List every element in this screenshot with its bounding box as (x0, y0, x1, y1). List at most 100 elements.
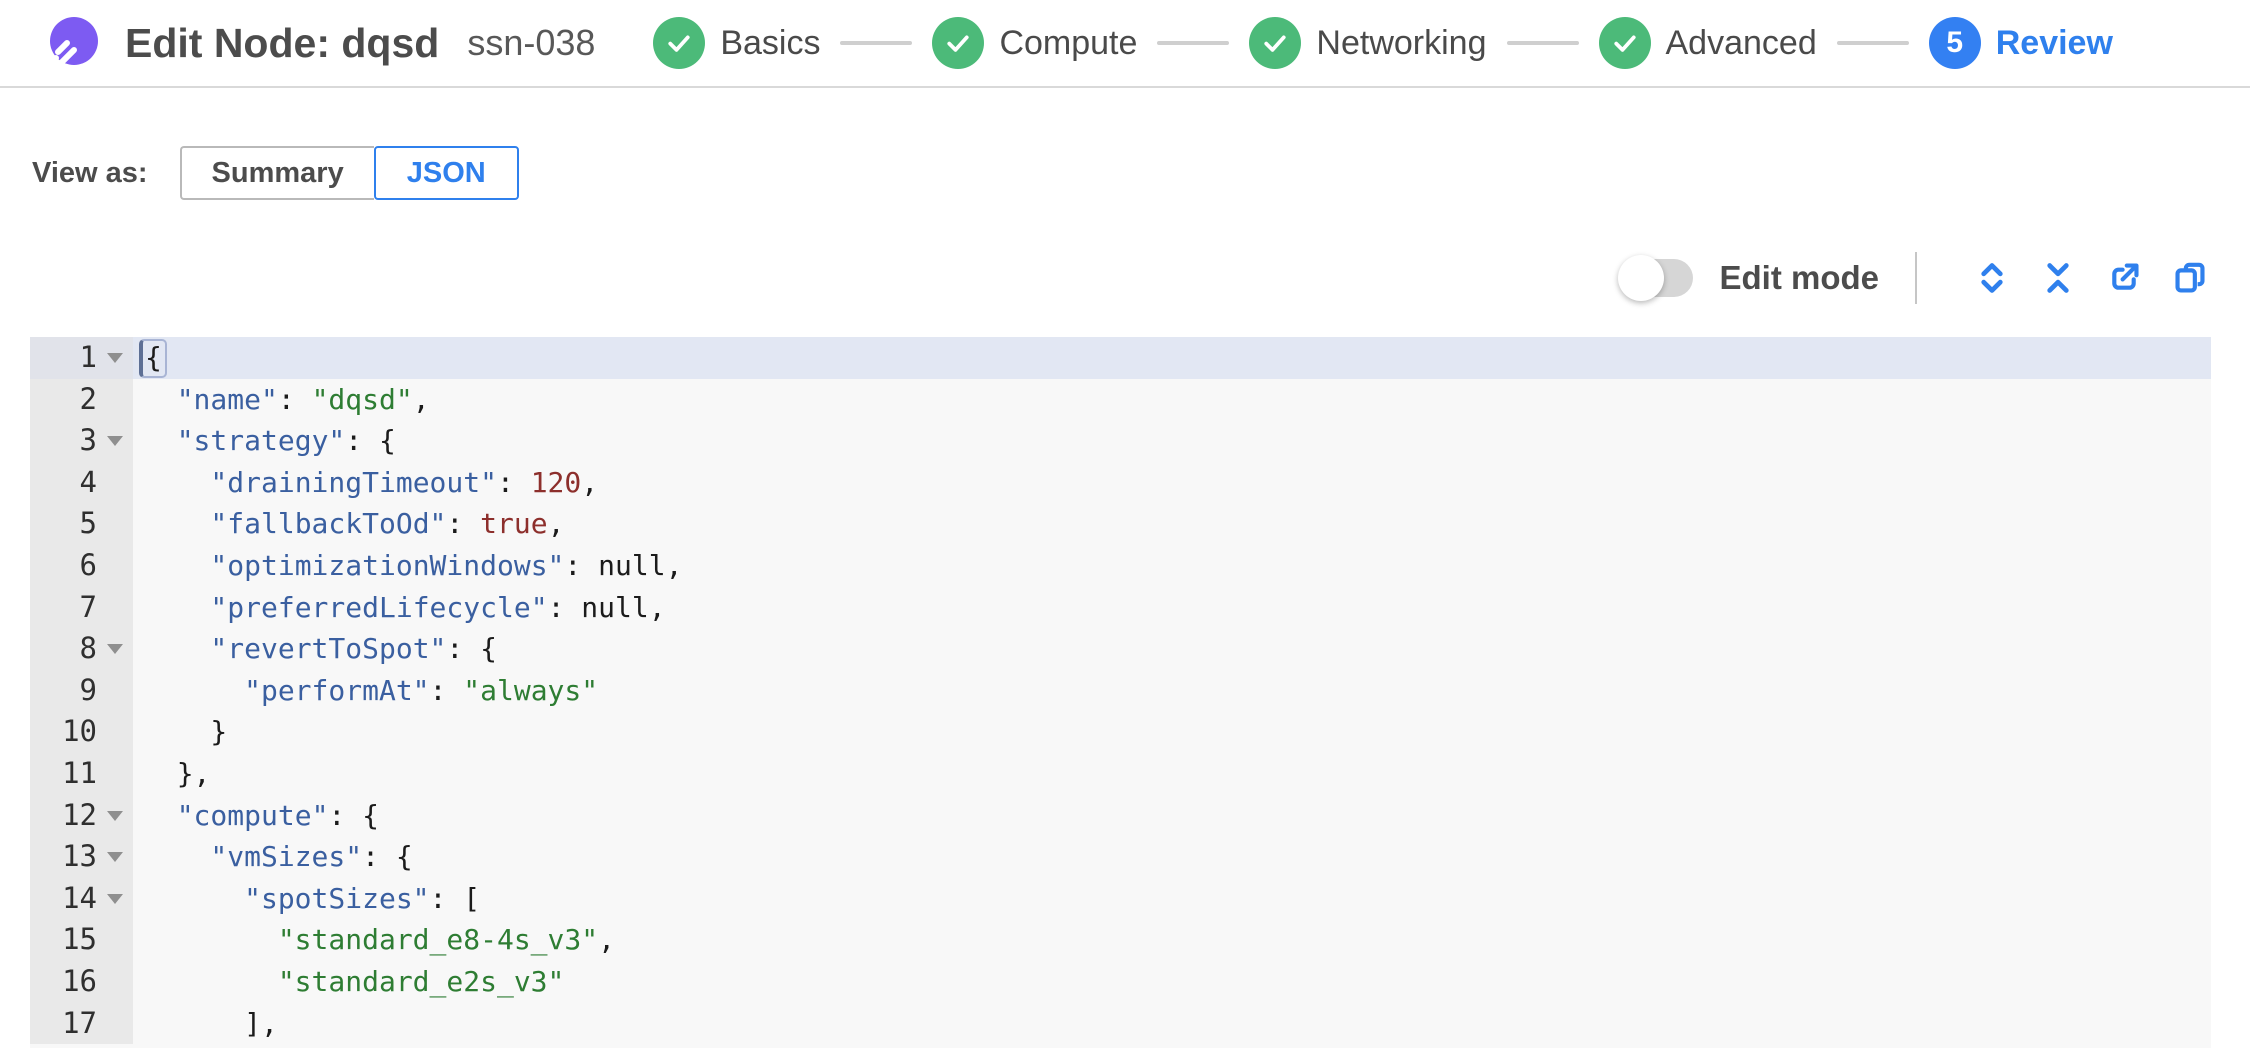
code-token: : (277, 382, 312, 416)
step-connector (1157, 41, 1230, 45)
view-as-summary-button[interactable]: Summary (179, 146, 374, 200)
line-number: 17 (30, 1002, 133, 1045)
line-number: 16 (30, 960, 133, 1003)
line-number: 7 (30, 586, 133, 629)
code-token: : { (328, 798, 379, 832)
code-line-content[interactable]: "vmSizes": { (133, 836, 2211, 878)
code-token: true (480, 507, 548, 541)
wizard-stepper: Basics Compute Networking Advanced 5 Review (653, 17, 2113, 69)
step-label: Networking (1316, 23, 1487, 62)
code-line-content[interactable]: }, (133, 753, 2211, 795)
code-token: "performAt" (244, 673, 430, 707)
step-basics[interactable]: Basics (653, 17, 820, 69)
step-label: Review (1995, 23, 2113, 62)
code-line-content[interactable]: "standard_e2s_v3" (133, 961, 2211, 1003)
line-number: 8 (30, 628, 133, 670)
check-icon (1264, 35, 1287, 52)
fold-toggle-icon[interactable] (107, 436, 123, 447)
step-check-icon (653, 17, 706, 69)
code-line-content[interactable]: { (133, 337, 2211, 379)
code-line-content[interactable]: "drainingTimeout": 120, (133, 462, 2211, 504)
fold-toggle-icon[interactable] (107, 644, 123, 655)
code-token: "name" (176, 382, 278, 416)
code-token: , (598, 923, 615, 957)
code-line-content[interactable]: "fallbackToOd": true, (133, 503, 2211, 545)
step-number-badge: 5 (1928, 17, 1981, 69)
node-id-text: ssn-038 (467, 22, 596, 63)
code-token: "preferredLifecycle" (210, 590, 548, 624)
line-number: 6 (30, 544, 133, 587)
fold-toggle-icon[interactable] (107, 893, 123, 904)
fold-toggle-icon[interactable] (107, 353, 123, 363)
code-line: 1{ (30, 337, 2211, 379)
code-token: null (581, 590, 649, 624)
step-compute[interactable]: Compute (932, 17, 1137, 69)
line-number: 14 (30, 877, 133, 920)
export-icon[interactable] (2103, 255, 2145, 301)
line-number: 15 (30, 919, 133, 961)
header: Edit Node: dqsd ssn-038 Basics Compute Net… (0, 0, 2250, 88)
code-token: : (564, 548, 599, 582)
fold-toggle-icon[interactable] (107, 852, 123, 863)
line-number: 13 (30, 836, 133, 878)
line-number: 1 (30, 337, 133, 379)
code-token: : (446, 507, 481, 541)
code-line-content[interactable]: "name": "dqsd", (133, 379, 2211, 421)
code-token: "drainingTimeout" (210, 465, 497, 499)
code-line-content[interactable]: "performAt": "always" (133, 670, 2211, 712)
code-line-content[interactable]: } (133, 711, 2211, 753)
code-line-content[interactable]: "spotSizes": [ (133, 878, 2211, 920)
check-icon (947, 35, 970, 52)
code-line-content[interactable]: "compute": { (133, 795, 2211, 837)
fold-toggle-icon[interactable] (107, 810, 123, 821)
step-advanced[interactable]: Advanced (1598, 17, 1817, 69)
view-as-json-button[interactable]: JSON (373, 146, 519, 200)
page-title: Edit Node: dqsd (125, 19, 440, 66)
code-line: 4"drainingTimeout": 120, (30, 461, 2211, 504)
code-line: 13"vmSizes": { (30, 836, 2211, 878)
code-token: , (665, 548, 683, 582)
fold-lines-icon[interactable] (2037, 255, 2079, 301)
code-line-content[interactable]: "standard_e8-4s_v3", (133, 919, 2211, 961)
unfold-lines-icon[interactable] (1971, 255, 2013, 301)
code-token: "revertToSpot" (210, 632, 447, 666)
step-connector (1506, 41, 1579, 45)
code-token: , (412, 382, 430, 416)
code-line: 9"performAt": "always" (30, 669, 2211, 712)
check-icon (668, 35, 690, 52)
code-token: : { (362, 840, 413, 874)
step-networking[interactable]: Networking (1249, 17, 1487, 69)
code-token: , (547, 507, 565, 541)
code-token: "optimizationWindows" (210, 548, 565, 582)
copy-icon[interactable] (2169, 255, 2211, 301)
matched-bracket: { (139, 339, 167, 378)
code-line: 17], (30, 1002, 2211, 1045)
step-label: Compute (999, 23, 1138, 62)
line-number: 4 (30, 461, 133, 504)
code-line-content[interactable]: ], (133, 1003, 2211, 1045)
step-label: Advanced (1665, 23, 1817, 62)
code-token: "compute" (176, 798, 329, 832)
step-check-icon (1598, 17, 1651, 69)
editor-toolbar: Edit mode (0, 248, 2250, 308)
code-token: "fallbackToOd" (210, 507, 447, 541)
code-token: } (210, 715, 228, 749)
check-icon (1613, 35, 1636, 52)
line-number: 9 (30, 669, 133, 712)
step-label: Basics (720, 23, 821, 62)
code-line: 6"optimizationWindows": null, (30, 544, 2211, 587)
code-token: "spotSizes" (244, 881, 430, 915)
code-line-content[interactable]: "preferredLifecycle": null, (133, 587, 2211, 629)
line-number: 2 (30, 378, 133, 421)
code-token: ], (244, 1006, 278, 1040)
edit-mode-toggle[interactable] (1618, 255, 1694, 301)
step-review[interactable]: 5 Review (1928, 17, 2113, 69)
code-line: 2"name": "dqsd", (30, 378, 2211, 421)
toggle-knob[interactable] (1618, 255, 1665, 301)
code-line-content[interactable]: "strategy": { (133, 420, 2211, 462)
step-check-icon (1249, 17, 1302, 69)
json-editor[interactable]: 1{2"name": "dqsd",3"strategy": {4"draini… (30, 337, 2211, 1048)
code-line-content[interactable]: "revertToSpot": { (133, 628, 2211, 670)
code-line-content[interactable]: "optimizationWindows": null, (133, 545, 2211, 587)
code-line: 16"standard_e2s_v3" (30, 960, 2211, 1003)
